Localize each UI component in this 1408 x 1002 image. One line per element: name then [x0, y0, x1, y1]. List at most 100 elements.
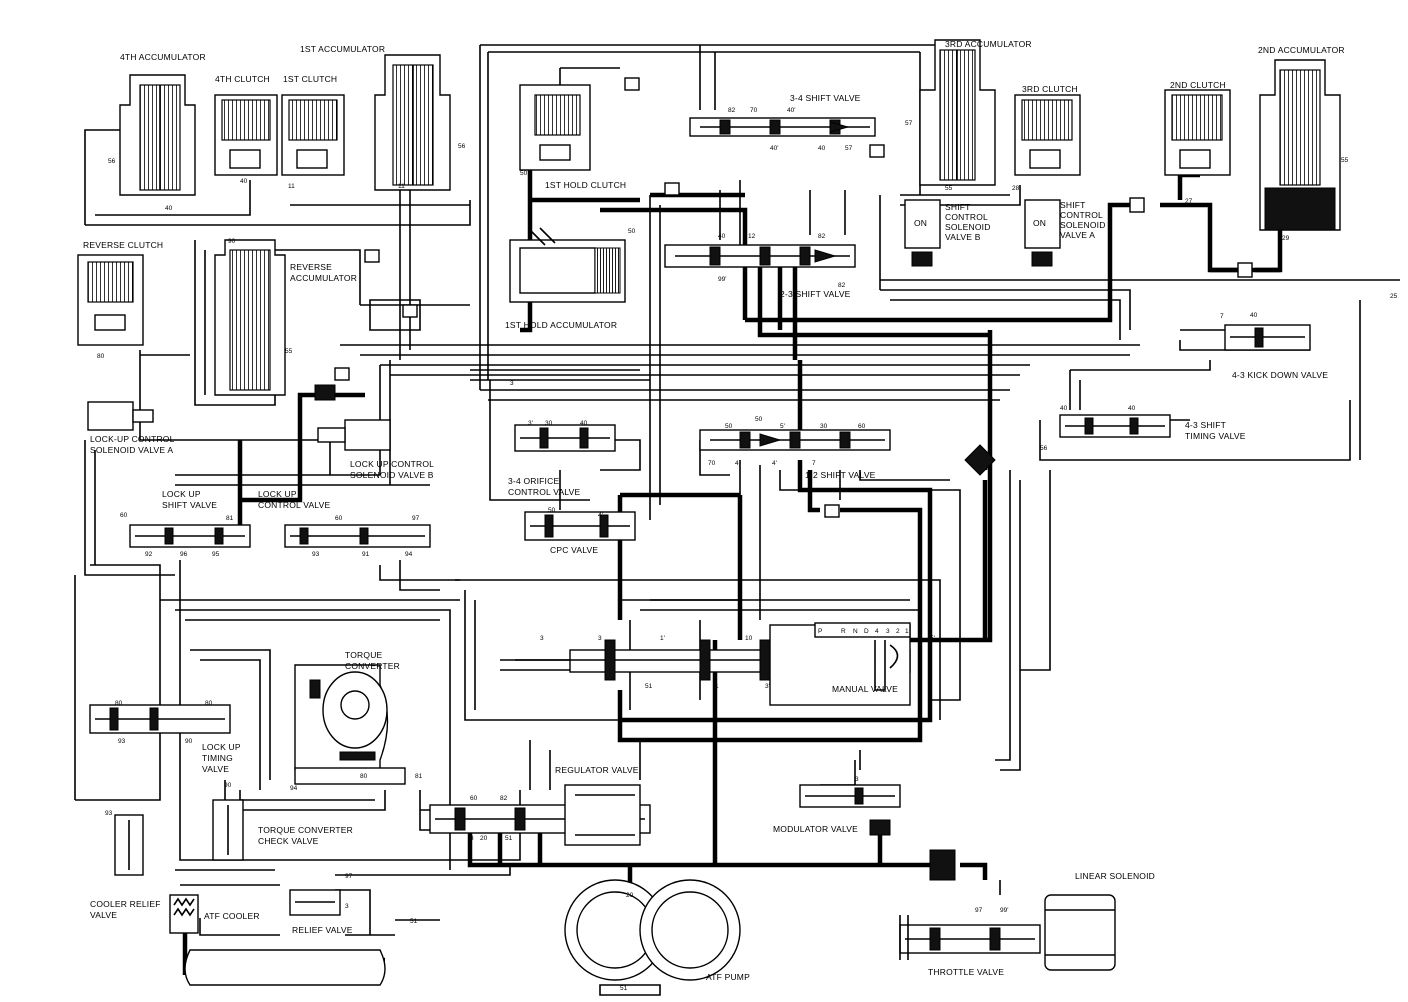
port-label: 4': [772, 460, 777, 467]
first-accumulator: [374, 54, 451, 191]
shift-valve-2-3: [664, 244, 856, 268]
port-label: 51: [505, 835, 513, 842]
label-torque-converter-2: CONVERTER: [345, 661, 400, 671]
port-label: 56: [458, 143, 466, 150]
port-label: 95: [212, 551, 220, 558]
port-label: 60: [470, 795, 478, 802]
label-3-4-shift-valve: 3-4 SHIFT VALVE: [790, 93, 861, 103]
modulator-valve: [799, 784, 901, 836]
shift-valve-1-2: [699, 429, 891, 451]
cpc-valve: [524, 511, 636, 541]
port-label: 40: [1128, 405, 1136, 412]
second-clutch: [1164, 89, 1231, 176]
port-label: 29: [1282, 235, 1290, 242]
first-clutch: [281, 94, 345, 176]
label-lockup-solenoid-b-2: SOLENOID VALVE B: [350, 470, 434, 480]
label-cooler-relief-2: VALVE: [90, 910, 117, 920]
port-label: 55: [945, 185, 953, 192]
port-label: 40': [770, 145, 778, 152]
label-shift-solenoid-b-1: SHIFT: [945, 202, 971, 212]
relief-valve: [289, 889, 341, 916]
kickdown-valve: [1224, 324, 1311, 351]
label-cpc-valve: CPC VALVE: [550, 545, 598, 555]
port-label: 4': [598, 512, 603, 519]
port-label: 40: [718, 233, 726, 240]
port-label: 81: [226, 515, 234, 522]
port-label: 60: [120, 512, 128, 519]
port-label: 40: [240, 178, 248, 185]
port-label: 50: [628, 228, 636, 235]
label-shift-solenoid-a-3: SOLENOID: [1060, 220, 1106, 230]
label-2nd-clutch: 2ND CLUTCH: [1170, 80, 1226, 90]
port-label: 82: [838, 282, 846, 289]
label-atf-cooler: ATF COOLER: [204, 911, 260, 921]
port-numbers: 56 56 40 11 11 55 80 55 55 29 27 57 28 2…: [97, 107, 1398, 992]
port-label: 4: [735, 460, 739, 467]
label-1st-hold-accumulator: 1ST HOLD ACCUMULATOR: [505, 320, 617, 330]
regulator-valve: [429, 784, 651, 846]
label-lockup-shift-2: SHIFT VALVE: [162, 500, 217, 510]
label-solenoid-b-on: ON: [914, 218, 927, 228]
label-3rd-clutch: 3RD CLUTCH: [1022, 84, 1078, 94]
port-label: 7: [812, 460, 816, 467]
label-lockup-control-1: LOCK UP: [258, 489, 297, 499]
port-label: 70: [708, 460, 716, 467]
shift-solenoid-a: [1024, 199, 1061, 267]
label-orifice-2: CONTROL VALVE: [508, 487, 580, 497]
port-label: 10: [745, 635, 753, 642]
port-label: 60: [858, 423, 866, 430]
lockup-control-valve: [284, 524, 431, 548]
fourth-accumulator: [119, 74, 196, 196]
check-valves: [314, 77, 1253, 881]
label-4th-clutch: 4TH CLUTCH: [215, 74, 270, 84]
port-label: 3: [470, 835, 474, 842]
position-d: D: [864, 628, 869, 635]
port-label: 94: [290, 785, 298, 792]
port-label: 94: [405, 551, 413, 558]
port-label: 70: [750, 107, 758, 114]
oil-sump: [184, 949, 386, 986]
label-torque-converter-1: TORQUE: [345, 650, 383, 660]
port-label: 81: [415, 773, 423, 780]
port-label: 50: [725, 423, 733, 430]
label-1-2-shift-valve: 1-2 SHIFT VALVE: [805, 470, 876, 480]
label-1st-clutch: 1ST CLUTCH: [283, 74, 337, 84]
port-label: 40: [1060, 405, 1068, 412]
port-label: 40: [818, 145, 826, 152]
port-label: 5': [780, 423, 785, 430]
port-label: 80: [205, 700, 213, 707]
lockup-timing-valve: [89, 704, 231, 734]
port-label: 3: [345, 903, 349, 910]
port-label: 99': [1000, 907, 1008, 914]
label-shift-solenoid-b-2: CONTROL: [945, 212, 988, 222]
label-tc-check-1: TORQUE CONVERTER: [258, 825, 353, 835]
label-atf-pump: ATF PUMP: [706, 972, 750, 982]
port-label: 96: [180, 551, 188, 558]
port-label: 80: [115, 700, 123, 707]
label-cooler-relief-1: COOLER RELIEF: [90, 899, 161, 909]
shift-valve-3-4: [689, 117, 876, 137]
port-label: 56: [108, 158, 116, 165]
label-modulator-valve: MODULATOR VALVE: [773, 824, 858, 834]
position-3: 3: [886, 628, 890, 635]
shift-solenoid-b: [904, 199, 941, 267]
component-labels: 4TH ACCUMULATOR 1ST ACCUMULATOR 3RD ACCU…: [83, 39, 1345, 982]
port-label: 40: [580, 420, 588, 427]
manual-position-indicator: [814, 622, 911, 638]
lockup-shift-valve: [129, 524, 251, 548]
port-label: 82: [818, 233, 826, 240]
label-tc-check-2: CHECK VALVE: [258, 836, 319, 846]
port-label: 90: [185, 738, 193, 745]
label-lockup-solenoid-b-1: LOCK UP CONTROL: [350, 459, 434, 469]
third-clutch: [1014, 94, 1081, 176]
port-label: 97: [412, 515, 420, 522]
label-lockup-timing-3: VALVE: [202, 764, 229, 774]
port-label: 82: [500, 795, 508, 802]
port-label: 12: [748, 233, 756, 240]
port-label: 7: [1220, 313, 1224, 320]
port-label: 11: [398, 183, 405, 190]
cooler-relief-valve: [114, 814, 144, 876]
label-lockup-control-2: CONTROL VALVE: [258, 500, 330, 510]
port-label: 93: [312, 551, 320, 558]
torque-converter: [294, 664, 406, 785]
